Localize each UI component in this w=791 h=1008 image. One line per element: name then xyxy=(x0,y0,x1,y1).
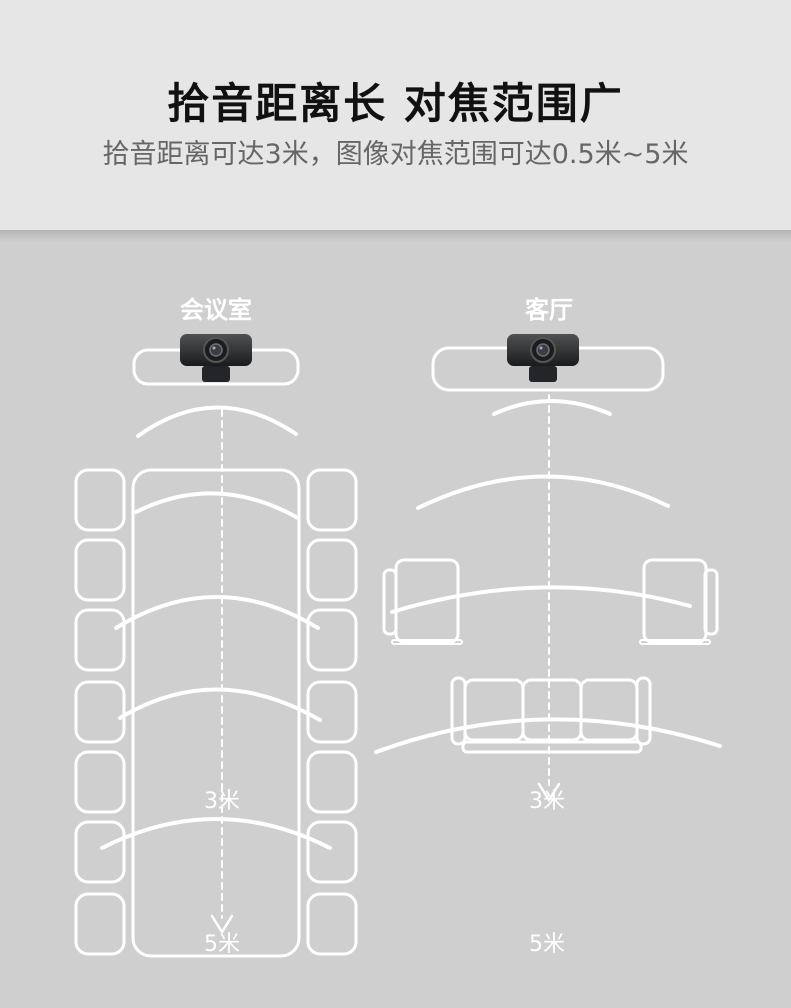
webcam-icon xyxy=(506,333,580,383)
header-banner xyxy=(0,0,791,230)
chair-icon xyxy=(306,608,358,672)
meeting-room-label: 会议室 xyxy=(180,296,252,324)
meeting-distance-5m: 5米 xyxy=(204,932,240,957)
chair-icon xyxy=(74,538,126,602)
living-distance-5m: 5米 xyxy=(529,932,565,957)
chair-column-right xyxy=(306,468,358,956)
sofa-icon xyxy=(450,676,652,754)
chair-icon xyxy=(306,468,358,532)
chair-icon xyxy=(74,608,126,672)
chair-icon xyxy=(74,468,126,532)
page-subtitle: 拾音距离可达3米，图像对焦范围可达0.5米~5米 xyxy=(102,139,689,170)
meeting-range-arrow xyxy=(210,914,234,935)
living-room-label: 客厅 xyxy=(525,296,573,324)
conference-table-icon xyxy=(131,468,301,958)
chair-column-left xyxy=(74,468,126,956)
living-pickup-arcs xyxy=(374,399,722,754)
header-shadow xyxy=(0,230,791,242)
chair-icon xyxy=(306,538,358,602)
chair-icon xyxy=(74,820,126,884)
meeting-pickup-arcs xyxy=(100,405,332,850)
chair-icon xyxy=(74,680,126,744)
chair-icon xyxy=(306,820,358,884)
chair-icon xyxy=(306,680,358,744)
chair-icon xyxy=(306,892,358,956)
meeting-distance-3m: 3米 xyxy=(204,789,240,814)
living-room-diagram xyxy=(374,346,722,803)
armchair-icon xyxy=(639,558,719,645)
chair-icon xyxy=(306,750,358,814)
webcam-icon xyxy=(179,333,253,383)
chair-icon xyxy=(74,750,126,814)
chair-icon xyxy=(74,892,126,956)
living-distance-3m: 3米 xyxy=(529,789,565,814)
living-range-arrow xyxy=(537,782,561,803)
page-title: 拾音距离长 对焦范围广 xyxy=(167,79,624,128)
meeting-room-diagram xyxy=(74,348,358,958)
armchair-icon xyxy=(382,558,463,645)
